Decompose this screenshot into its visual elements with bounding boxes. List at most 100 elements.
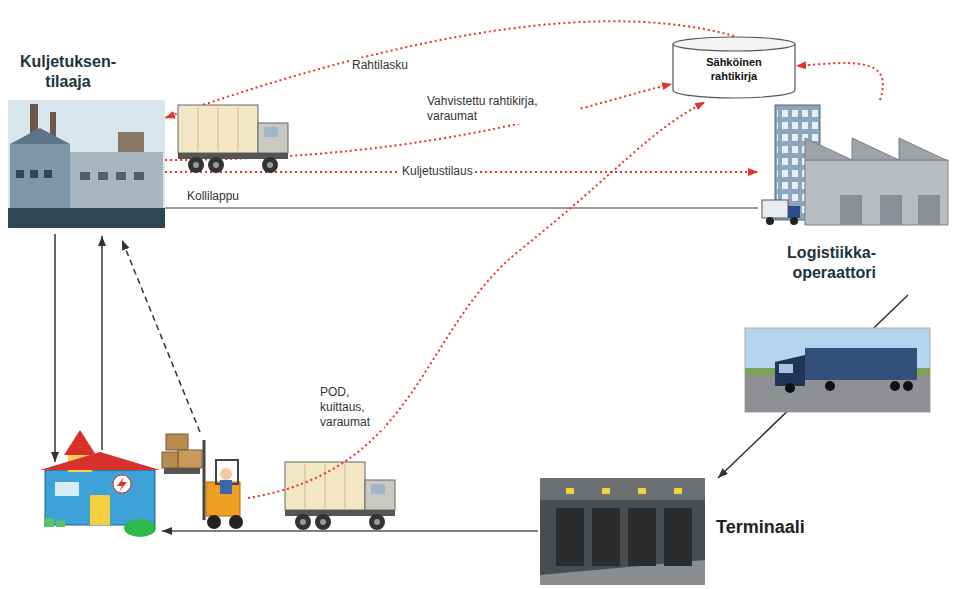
flow-line xyxy=(55,102,705,531)
truck-icon xyxy=(295,514,311,530)
connector-arrow xyxy=(796,63,883,100)
truck-photo xyxy=(779,364,793,373)
flow-line xyxy=(122,240,200,432)
forklift-icon xyxy=(166,434,188,450)
cylinder-outline xyxy=(673,44,795,98)
factory-illustration xyxy=(8,100,165,228)
truck-icon xyxy=(188,157,204,173)
forklift-icon xyxy=(162,434,243,529)
factory-illustration xyxy=(8,100,165,228)
truck-icon xyxy=(198,107,199,151)
truck-icon xyxy=(345,464,346,508)
logistics-building xyxy=(762,200,788,218)
logistics-building xyxy=(762,105,948,225)
edge-label: Vahvistettu rahtikirja, varaumat xyxy=(425,94,579,124)
factory-illustration xyxy=(8,208,165,228)
truck-icon xyxy=(320,519,326,525)
truck-icon xyxy=(315,514,331,530)
truck-icon xyxy=(262,157,278,173)
truck-photo xyxy=(903,381,913,391)
truck-photo xyxy=(805,348,917,380)
truck-photo xyxy=(745,328,930,412)
shop-icon xyxy=(113,475,131,493)
logistics-building xyxy=(790,217,798,225)
factory-illustration xyxy=(10,128,70,144)
truck-icon xyxy=(325,464,326,508)
factory-illustration xyxy=(98,172,108,180)
flow-line xyxy=(248,102,705,498)
connector-arrow xyxy=(165,84,672,160)
truck-icon xyxy=(285,462,395,530)
truck-icon xyxy=(374,519,380,525)
truck-icon xyxy=(305,464,306,508)
terminal-photo xyxy=(592,508,620,566)
terminal-photo xyxy=(628,508,656,566)
node-label: Kuljetuksen- tilaaja xyxy=(10,52,126,92)
truck-icon xyxy=(300,519,306,525)
edge-label: Kuljetustilaus xyxy=(400,164,475,179)
factory-illustration xyxy=(80,172,90,180)
edge-label: Kollilappu xyxy=(185,189,241,204)
terminal-photo xyxy=(602,488,610,494)
truck-icon xyxy=(213,162,219,168)
truck-icon xyxy=(218,107,219,151)
node-label: Terminaali xyxy=(716,516,805,539)
truck-photo xyxy=(745,328,930,412)
forklift-icon xyxy=(207,515,221,529)
shop-icon xyxy=(64,430,96,455)
factory-illustration xyxy=(118,132,144,152)
shop-icon xyxy=(90,495,110,525)
terminal-photo xyxy=(674,488,682,494)
logistics-building xyxy=(766,217,774,225)
terminal-photo xyxy=(540,478,705,500)
factory-illustration xyxy=(70,152,163,210)
truck-icon xyxy=(238,107,239,151)
forklift-icon xyxy=(162,452,178,468)
truck-photo xyxy=(745,376,930,412)
node-group: Logistiikka- operaattori xyxy=(758,100,950,295)
truck-icon xyxy=(208,157,224,173)
flow-line xyxy=(101,236,103,450)
flow-line xyxy=(162,530,538,532)
terminal-photo xyxy=(566,488,574,494)
logistics-building xyxy=(805,138,946,160)
terminal-photo xyxy=(664,508,692,566)
truck-icon xyxy=(258,123,288,153)
factory-illustration xyxy=(116,172,126,180)
factory-illustration xyxy=(134,172,144,180)
logistics-building xyxy=(880,195,902,225)
terminal-photo xyxy=(638,488,646,494)
shop-icon xyxy=(117,477,127,492)
terminal-photo xyxy=(540,478,705,585)
shop-icon xyxy=(124,519,156,537)
edge-label: Rahtilasku xyxy=(350,58,410,73)
truck-icon xyxy=(264,127,278,137)
shop-icon xyxy=(45,470,155,525)
connector-arrow xyxy=(165,207,758,209)
forklift-icon xyxy=(164,468,200,474)
shop-icon xyxy=(44,518,54,527)
forklift-icon xyxy=(220,468,232,480)
flow-note: POD, kuittaus, varaumat xyxy=(318,385,384,430)
shop-icon xyxy=(55,482,79,496)
logistics-building xyxy=(805,160,948,225)
shop-icon xyxy=(56,520,65,527)
truck-photo xyxy=(890,381,900,391)
forklift-icon xyxy=(203,440,206,520)
forklift-icon xyxy=(229,515,243,529)
truck-icon xyxy=(371,484,385,494)
truck-photo xyxy=(775,355,805,386)
logistics-building xyxy=(840,195,862,225)
shop-icon xyxy=(40,430,160,537)
truck-icon xyxy=(369,514,385,530)
forklift-icon xyxy=(220,480,232,494)
cylinder-outline xyxy=(673,37,795,51)
forklift-icon xyxy=(178,450,202,468)
truck-photo xyxy=(785,383,795,393)
logistics-building xyxy=(918,195,940,225)
truck-icon xyxy=(178,105,288,173)
logistics-building xyxy=(788,206,800,218)
database-cylinder: Sähköinen rahtikirja xyxy=(672,36,796,98)
